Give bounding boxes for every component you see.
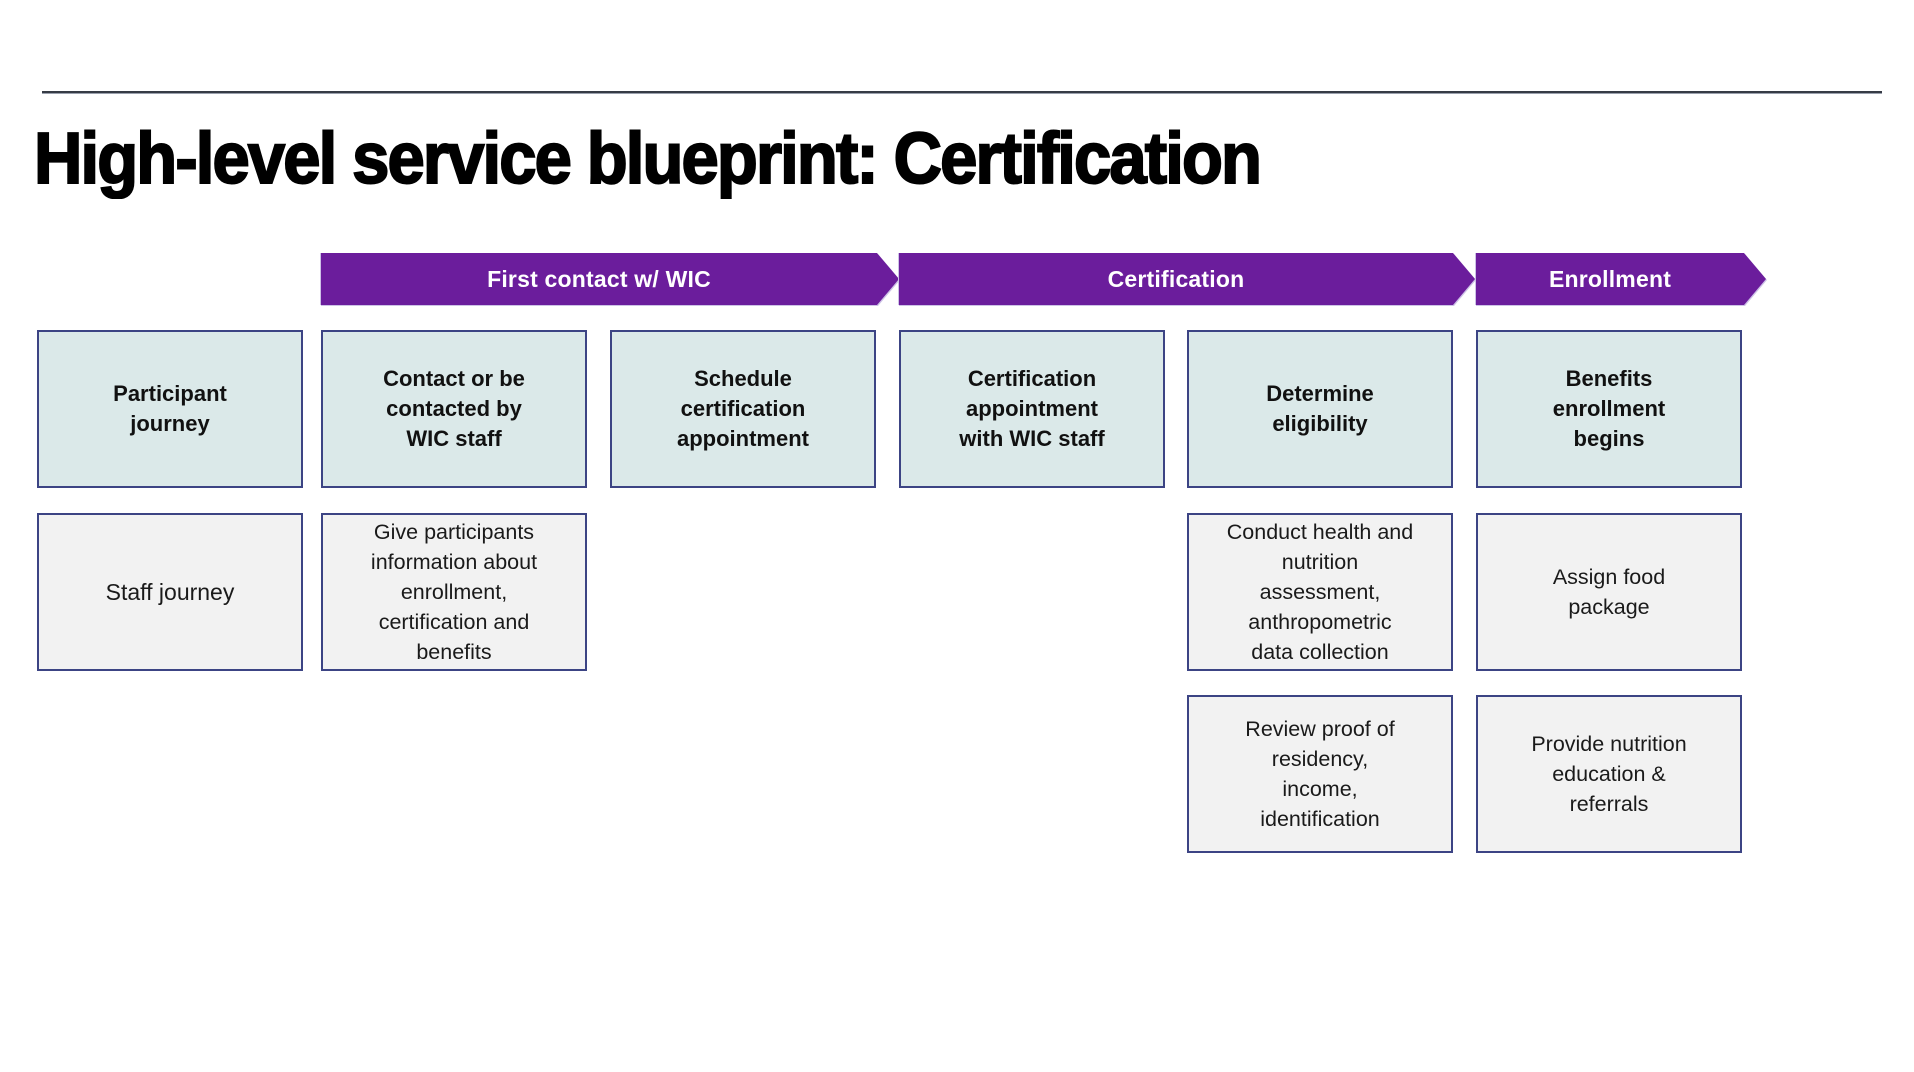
phase-banner-first-contact-label: First contact w/ WIC <box>321 253 899 305</box>
step-box-conduct-health-nutrition-assessment: Conduct health and nutrition assessment,… <box>1187 513 1453 671</box>
page-title: High-level service blueprint: Certificat… <box>33 118 1263 200</box>
step-box-schedule-certification-appointment: Schedule certification appointment <box>610 330 876 488</box>
phase-banner-enrollment: Enrollment <box>1476 253 1766 305</box>
step-box-provide-nutrition-education: Provide nutrition education & referrals <box>1476 695 1742 853</box>
phase-banner-certification-label: Certification <box>899 253 1475 305</box>
phase-banner-first-contact: First contact w/ WIC <box>321 253 899 305</box>
step-box-contact-or-be-contacted: Contact or be contacted by WIC staff <box>321 330 587 488</box>
row-label-staff-journey: Staff journey <box>37 513 303 671</box>
step-box-determine-eligibility: Determine eligibility <box>1187 330 1453 488</box>
row-label-participant-journey: Participant journey <box>37 330 303 488</box>
phase-banner-enrollment-label: Enrollment <box>1476 253 1766 305</box>
top-divider-rule <box>42 91 1882 94</box>
step-box-assign-food-package: Assign food package <box>1476 513 1742 671</box>
step-box-review-proof: Review proof of residency, income, ident… <box>1187 695 1453 853</box>
phase-banner-certification: Certification <box>899 253 1475 305</box>
step-box-benefits-enrollment-begins: Benefits enrollment begins <box>1476 330 1742 488</box>
step-box-give-participants-information: Give participants information about enro… <box>321 513 587 671</box>
step-box-certification-appointment: Certification appointment with WIC staff <box>899 330 1165 488</box>
